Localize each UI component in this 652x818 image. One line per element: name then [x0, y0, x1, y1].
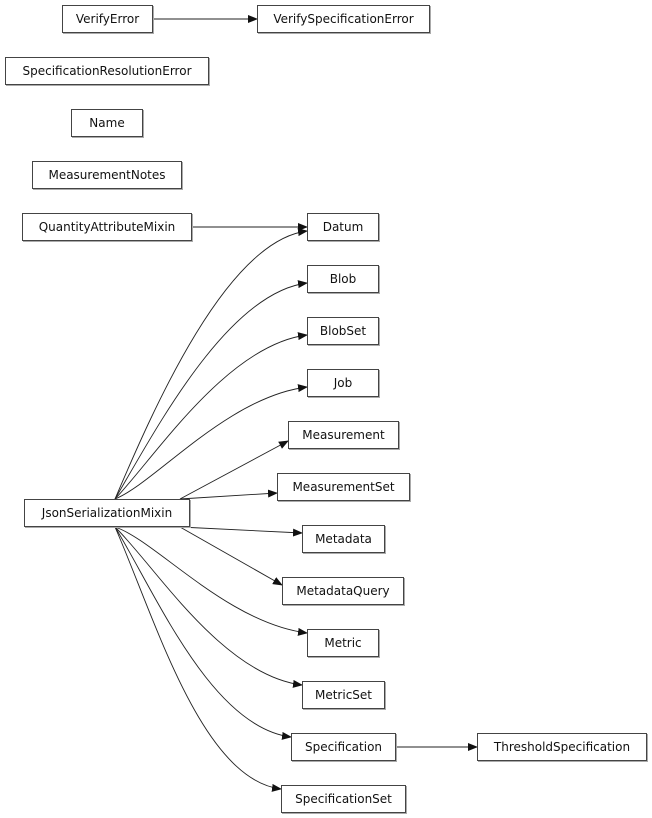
inheritance-edge	[179, 526, 283, 586]
inheritance-edge	[114, 526, 282, 792]
inheritance-edge	[179, 526, 303, 537]
inheritance-edge	[114, 332, 308, 500]
inheritance-edge	[179, 489, 278, 500]
class-node-datum[interactable]: Datum	[307, 213, 379, 241]
class-node-measurement-notes[interactable]: MeasurementNotes	[32, 161, 182, 189]
class-node-blob-set[interactable]: BlobSet	[307, 317, 379, 345]
class-node-measurement[interactable]: Measurement	[288, 421, 399, 449]
inheritance-edge	[114, 280, 308, 500]
class-node-verify-error[interactable]: VerifyError	[62, 5, 153, 33]
inheritance-edge	[114, 526, 308, 636]
inheritance-edge	[114, 228, 308, 500]
class-node-metadata-query[interactable]: MetadataQuery	[282, 577, 404, 605]
class-node-name[interactable]: Name	[71, 109, 143, 137]
class-node-metric[interactable]: Metric	[307, 629, 379, 657]
inheritance-edge	[114, 526, 303, 688]
class-node-measurement-set[interactable]: MeasurementSet	[277, 473, 410, 501]
class-node-specification-set[interactable]: SpecificationSet	[281, 785, 406, 813]
class-node-metric-set[interactable]: MetricSet	[302, 681, 385, 709]
class-node-blob[interactable]: Blob	[307, 265, 379, 293]
class-node-job[interactable]: Job	[307, 369, 379, 397]
inheritance-edge	[114, 384, 308, 500]
class-node-threshold-specification[interactable]: ThresholdSpecification	[477, 733, 647, 761]
inheritance-edge	[114, 526, 292, 740]
class-node-verify-specification-error[interactable]: VerifySpecificationError	[257, 5, 430, 33]
inheritance-edge	[179, 440, 289, 500]
class-node-json-serialization-mixin[interactable]: JsonSerializationMixin	[24, 499, 190, 527]
class-node-metadata[interactable]: Metadata	[302, 525, 385, 553]
class-node-specification-resolution-error[interactable]: SpecificationResolutionError	[5, 57, 209, 85]
class-node-quantity-attribute-mixin[interactable]: QuantityAttributeMixin	[22, 213, 192, 241]
class-node-specification[interactable]: Specification	[291, 733, 396, 761]
